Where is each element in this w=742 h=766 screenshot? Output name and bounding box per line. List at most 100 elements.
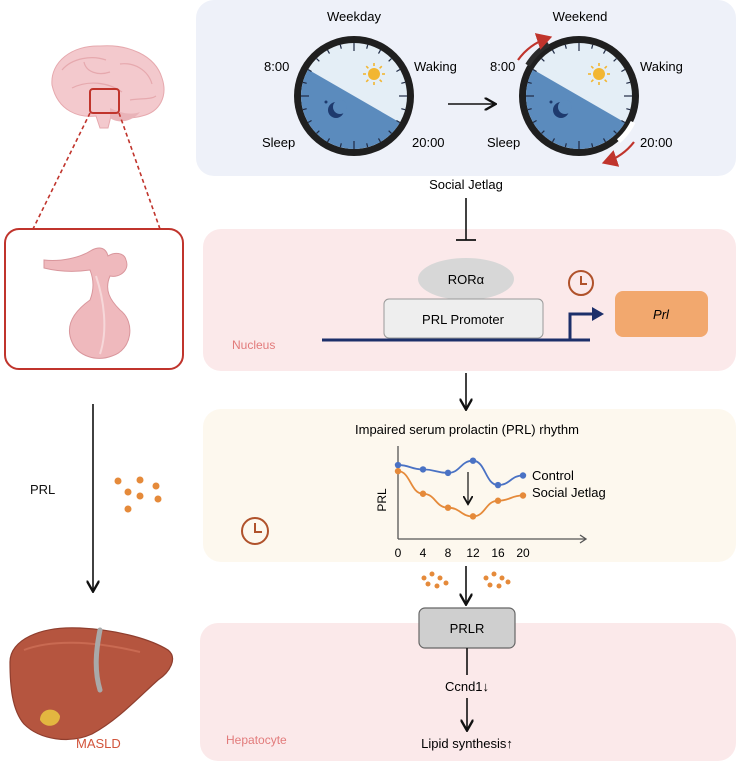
star-icon	[549, 100, 553, 104]
weekday-time-8: 8:00	[264, 59, 289, 74]
clock-tick	[401, 81, 406, 84]
clock-icon-nucleus	[568, 270, 594, 296]
pituitary-highlight-box	[89, 88, 120, 114]
clock-tick	[302, 81, 307, 84]
prl-dots-left	[114, 476, 162, 513]
data-point-control	[444, 469, 452, 477]
legend-social-jetlag: Social Jetlag	[532, 485, 606, 500]
clock-tick	[326, 49, 331, 54]
clock-tick	[602, 138, 607, 143]
clock-tick	[551, 49, 556, 54]
clock-tick	[396, 68, 401, 73]
clock-tick	[532, 68, 537, 73]
hepatocyte-label: Hepatocyte	[226, 733, 287, 747]
sun-ray	[604, 65, 608, 69]
weekday-time-20: 20:00	[412, 135, 445, 150]
clock-tick	[591, 44, 594, 49]
data-point-social-jetlag	[444, 504, 452, 511]
clock-tick	[626, 81, 631, 84]
sun-ray	[379, 65, 383, 69]
clock-tick	[613, 130, 617, 134]
data-point-control	[394, 461, 402, 469]
x-tick-label: 16	[491, 546, 505, 560]
sun-icon	[593, 68, 605, 80]
legend-control: Control	[532, 468, 574, 483]
weekday-label: Weekday	[327, 9, 381, 24]
liver-illustration	[9, 627, 173, 741]
night-region	[301, 69, 400, 149]
hepatocyte-panel	[200, 623, 736, 761]
clock-tick	[551, 138, 556, 143]
clock-tick	[366, 44, 369, 49]
shift-segment	[616, 120, 636, 143]
ror-alpha-protein	[418, 258, 514, 300]
clock-tick	[377, 138, 382, 143]
sun-ray	[365, 65, 369, 69]
social-jetlag-label: Social Jetlag	[429, 177, 503, 192]
clock-tick	[564, 44, 567, 49]
moon-cutout	[333, 100, 347, 114]
data-point-social-jetlag	[519, 492, 527, 499]
weekend-time-8: 8:00	[490, 59, 515, 74]
sun-ray	[604, 79, 608, 83]
clock-tick	[564, 143, 567, 148]
star-icon	[324, 100, 328, 104]
brain-illustration	[32, 45, 165, 230]
prlr-label: PRLR	[450, 621, 485, 636]
clock-tick	[339, 44, 342, 49]
x-tick-label: 12	[466, 546, 480, 560]
prl-dots-center	[421, 571, 511, 589]
prl-label: PRL	[30, 482, 55, 497]
clock-tick	[527, 81, 532, 84]
weekday-sleep-label: Sleep	[262, 135, 295, 150]
clock-tick	[388, 58, 392, 62]
clock-tick	[339, 143, 342, 148]
x-tick-label: 0	[395, 546, 402, 560]
transcription-start-arrow	[568, 312, 596, 340]
clock-tick	[613, 58, 617, 62]
nucleus-label: Nucleus	[232, 338, 275, 352]
sun-ray	[365, 79, 369, 83]
pituitary-illustration	[4, 228, 184, 370]
clock-tick	[541, 130, 545, 134]
prl-gene-label: Prl	[653, 307, 670, 322]
sun-ray	[379, 79, 383, 83]
data-point-control	[469, 457, 477, 464]
data-point-control	[419, 466, 427, 473]
serum-panel	[203, 409, 736, 562]
chart-y-axis-label: PRL	[375, 488, 389, 512]
weekend-clock	[519, 36, 639, 156]
clock-tick	[602, 49, 607, 54]
clock-tick	[302, 108, 307, 111]
ror-alpha-label: RORα	[448, 272, 485, 287]
serum-title: Impaired serum prolactin (PRL) rhythm	[355, 422, 579, 437]
x-tick-label: 20	[516, 546, 530, 560]
clock-tick	[396, 119, 401, 124]
transcription-arrowhead	[592, 307, 604, 321]
prl-promoter-label: PRL Promoter	[422, 312, 505, 327]
weekend-label: Weekend	[553, 9, 608, 24]
sun-ray	[590, 79, 594, 83]
clock-tick	[316, 130, 320, 134]
clock-tick	[316, 58, 320, 62]
x-tick-label: 4	[420, 546, 427, 560]
clock-tick	[388, 130, 392, 134]
clock-tick	[366, 143, 369, 148]
masld-label: MASLD	[76, 736, 121, 751]
data-point-control	[519, 472, 527, 479]
lipid-synthesis-label: Lipid synthesis↑	[421, 736, 513, 751]
weekend-sleep-label: Sleep	[487, 135, 520, 150]
sun-icon	[368, 68, 380, 80]
clock-icon-serum	[241, 517, 269, 545]
data-point-control	[494, 481, 502, 489]
night-region	[526, 69, 625, 149]
weekend-waking-label: Waking	[640, 59, 683, 74]
clock-tick	[307, 119, 312, 124]
clock-tick	[532, 119, 537, 124]
weekend-time-20: 20:00	[640, 135, 673, 150]
prl-promoter-box	[383, 298, 544, 339]
clock-tick	[541, 58, 545, 62]
weekday-waking-label: Waking	[414, 59, 457, 74]
